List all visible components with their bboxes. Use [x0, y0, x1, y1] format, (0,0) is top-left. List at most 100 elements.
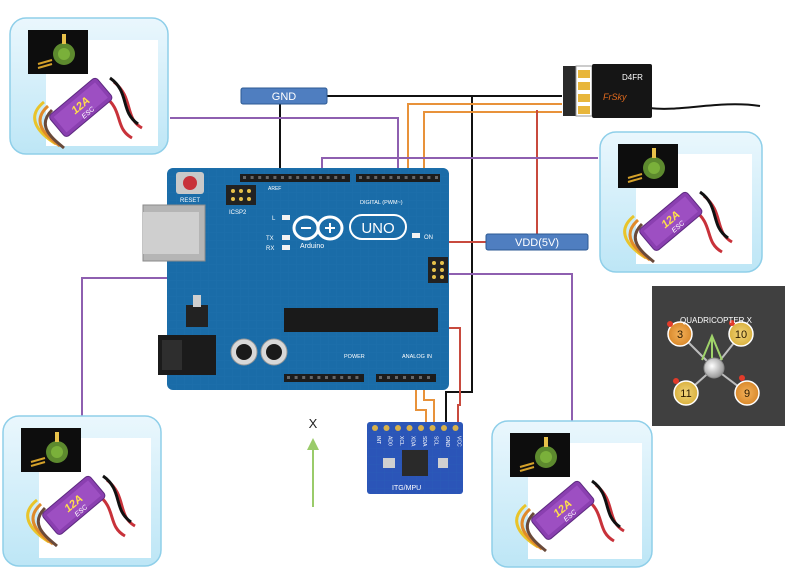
mpu-pin	[441, 425, 447, 431]
uno-logo: UNO	[349, 214, 407, 240]
mpu-pin	[383, 425, 390, 431]
orange-wire-2	[423, 111, 562, 178]
motor-11-label: 11	[680, 388, 691, 400]
header-pin	[389, 176, 393, 179]
mpu-chip	[402, 450, 428, 476]
header-pin	[325, 376, 328, 379]
header-pin	[250, 176, 254, 179]
icsp2-header: ICSP2	[226, 185, 256, 216]
quad-title: QUADRICOPTER X	[680, 316, 753, 325]
antenna	[649, 103, 761, 110]
power-label: POWER	[344, 354, 365, 360]
header-pin	[303, 176, 307, 179]
mpu-pin-label: XCL	[398, 436, 404, 446]
mpu-pin	[452, 425, 459, 431]
gnd-label: GND	[272, 91, 297, 103]
mpu-pin	[395, 425, 401, 431]
arduino-brand: Arduino	[300, 243, 324, 250]
header-pin	[317, 376, 321, 379]
header-pin	[332, 376, 336, 379]
header-pin	[419, 376, 422, 379]
header-pin	[302, 376, 306, 379]
led-tx-label: TX	[266, 236, 274, 242]
orange-wire-1	[407, 103, 562, 178]
header-pin	[326, 176, 330, 179]
quad-center	[703, 357, 725, 379]
gnd-label-box: GND	[240, 87, 328, 105]
mpu-pin	[372, 425, 378, 431]
analog-label: ANALOG IN	[402, 354, 432, 360]
header-pin	[379, 376, 382, 379]
motor-11	[673, 380, 699, 406]
header-pin	[287, 376, 290, 379]
motor-9-label: 9	[744, 388, 750, 400]
icsp2-label: ICSP2	[229, 210, 247, 216]
header-pin	[288, 176, 292, 179]
header-pin	[427, 376, 430, 379]
mpu-pin-label: VCC	[456, 436, 462, 447]
header-pin	[258, 176, 262, 179]
header-pin	[281, 176, 284, 179]
atmega-chip	[284, 308, 438, 332]
header-pin	[403, 376, 406, 379]
mpu-pin	[406, 425, 413, 431]
mpu-pin	[418, 425, 424, 431]
motor-9	[734, 380, 760, 406]
quadcopter-x-diagram: 3 10 11 9 QUADRICOPTER X	[652, 286, 785, 426]
power-header	[284, 374, 364, 382]
receiver-brand: FrSky	[603, 92, 627, 102]
frsky-receiver: FrSky D4FR	[563, 64, 652, 118]
x-axis-label: X	[309, 416, 318, 431]
header-pin	[294, 376, 298, 379]
sda-wire	[415, 375, 427, 425]
header-pin	[419, 176, 423, 179]
header-pin	[341, 176, 345, 179]
x-axis-indicator: X	[307, 416, 319, 507]
header-pin	[381, 176, 385, 179]
header-pin	[273, 176, 277, 179]
arduino-logo: Arduino	[292, 215, 344, 250]
icsp-header	[428, 257, 448, 283]
arduino-uno-board: RESET ICSP2 AREF DIGITAL (PWM~) L TX RX …	[142, 168, 449, 390]
header-pin	[265, 176, 269, 179]
header-pin	[319, 176, 322, 179]
mpu-label: ITG/MPU	[392, 485, 421, 492]
led-l-label: L	[272, 216, 276, 222]
led-on-label: ON	[424, 235, 433, 241]
digital-header-left	[240, 174, 350, 182]
mpu-pin-label: AD0	[387, 436, 393, 446]
header-pin	[296, 176, 300, 179]
motor-10	[728, 321, 754, 347]
header-pin	[347, 376, 351, 379]
header-pin	[387, 376, 390, 379]
led-rx-label: RX	[266, 246, 274, 252]
header-pin	[374, 176, 378, 179]
motor-3	[667, 321, 693, 347]
header-pin	[243, 176, 246, 179]
motor-3-label: 3	[677, 329, 683, 341]
header-pin	[395, 376, 398, 379]
motor-10-label: 10	[735, 329, 747, 341]
mpu-pin	[429, 425, 436, 431]
mpu-pin-label: XDA	[410, 436, 416, 447]
header-pin	[355, 376, 359, 379]
header-pin	[411, 376, 414, 379]
header-pin	[311, 176, 315, 179]
header-pin	[366, 176, 370, 179]
header-pin	[334, 176, 338, 179]
header-pin	[340, 376, 344, 379]
header-pin	[435, 176, 438, 179]
digital-label: DIGITAL (PWM~)	[360, 200, 403, 206]
mpu-pin-label: SCL	[433, 436, 439, 446]
receiver-model: D4FR	[622, 73, 643, 82]
header-pin	[404, 176, 408, 179]
vdd-label-box: VDD(5V)	[485, 233, 589, 251]
